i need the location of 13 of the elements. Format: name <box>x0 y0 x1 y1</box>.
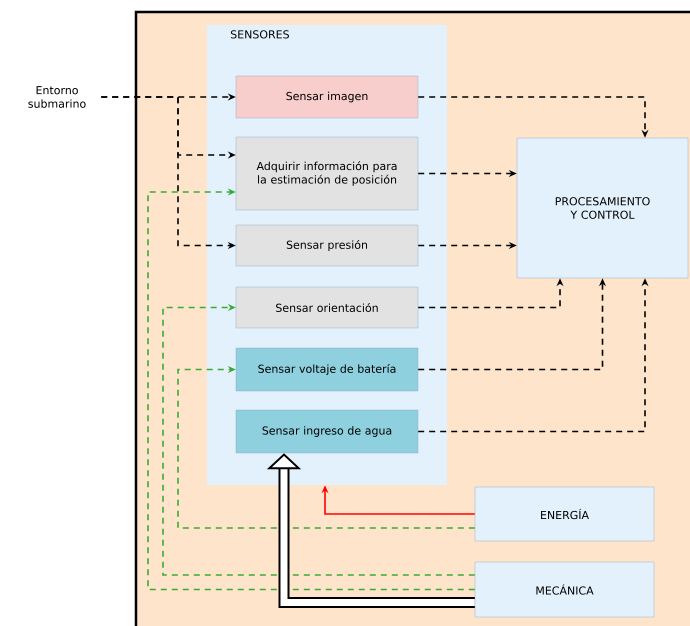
process-box: Sensar presión <box>236 224 418 266</box>
arrow <box>147 188 475 590</box>
process-box: Sensar voltaje de batería <box>236 348 418 392</box>
process-box: Sensar orientación <box>236 286 418 328</box>
process-box: Sensar ingreso de agua <box>236 410 418 454</box>
bare-text: Entorno submarino <box>28 86 86 108</box>
process-box: MECÁNICA <box>474 562 654 618</box>
arrow <box>162 304 475 576</box>
process-box: PROCESAMIENTO Y CONTROL <box>516 138 688 278</box>
process-box: ENERGÍA <box>474 486 654 542</box>
arrow <box>177 366 475 529</box>
process-box: Sensar imagen <box>236 76 418 118</box>
process-box: Adquirir información para la estimación de posición <box>236 136 418 210</box>
